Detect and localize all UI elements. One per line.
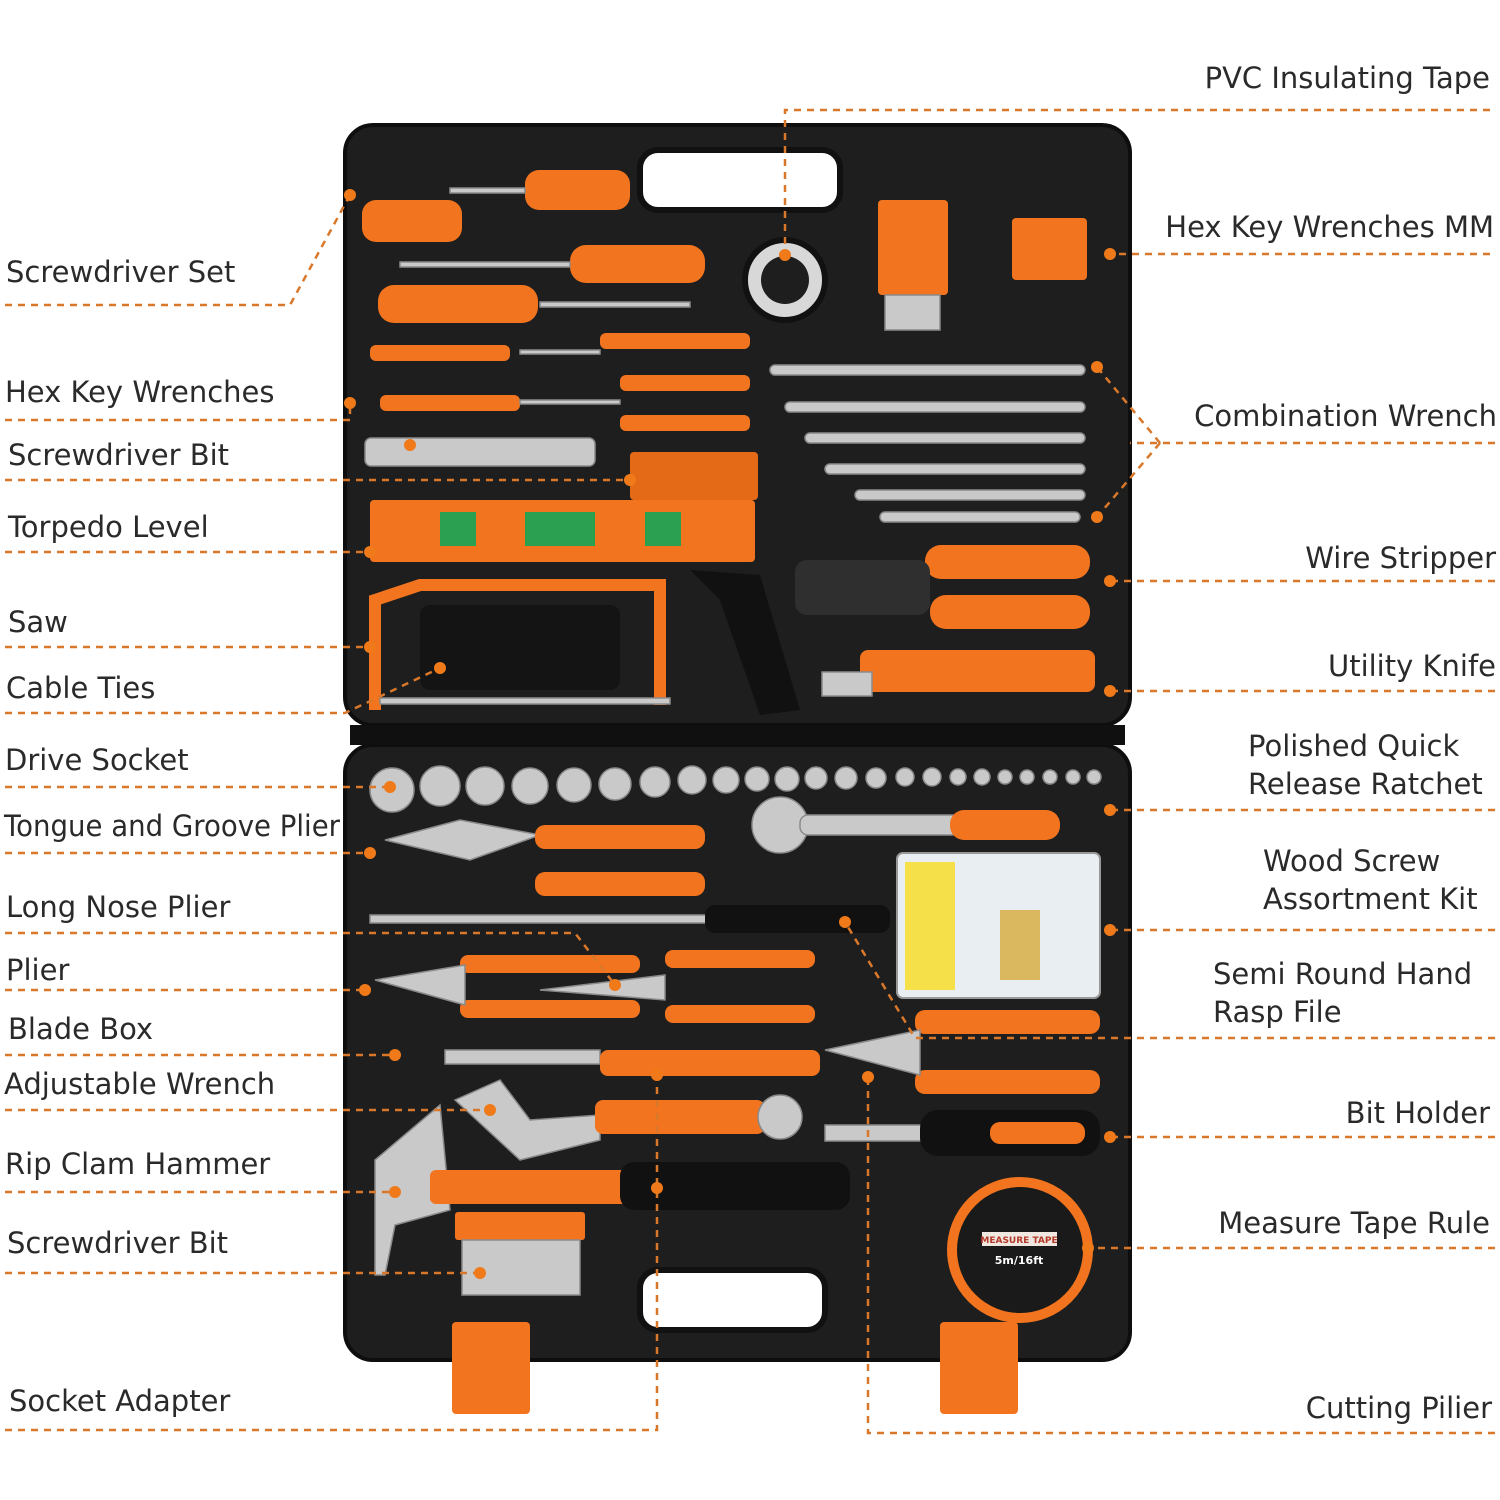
measure-tape-size: 5m/16ft (995, 1254, 1044, 1267)
label-rip-clam-hammer: Rip Clam Hammer (5, 1147, 270, 1181)
label-pvc-insulating-tape: PVC Insulating Tape (1205, 61, 1490, 95)
wire-stripper-icon (795, 545, 1090, 629)
label-saw: Saw (8, 605, 68, 639)
label-wood-screw-kit-line1: Wood Screw (1263, 844, 1440, 878)
label-rasp-file-line2: Rasp File (1213, 995, 1342, 1029)
measure-tape-icon: MEASURE TAPE 5m/16ft (947, 1177, 1093, 1323)
utility-knife-icon (821, 650, 1095, 697)
case-handle-top (637, 147, 843, 213)
ratchet-icon (751, 796, 1060, 854)
label-screwdriver-set: Screwdriver Set (6, 255, 235, 289)
rasp-file-icon (369, 914, 711, 924)
label-long-nose-plier: Long Nose Plier (6, 890, 230, 924)
pliers-icon (374, 950, 815, 1023)
cutting-plier-icon (824, 1010, 1100, 1094)
label-quick-release-ratchet-line2: Release Ratchet (1248, 767, 1483, 801)
case-hinge (350, 725, 1125, 745)
screwdriver-set-icon (362, 170, 750, 431)
label-hex-key-wrenches-mm: Hex Key Wrenches MM (1165, 210, 1494, 244)
label-wire-stripper: Wire Stripper (1305, 541, 1496, 575)
label-blade-box: Blade Box (8, 1012, 153, 1046)
label-drive-socket: Drive Socket (5, 743, 189, 777)
label-socket-adapter: Socket Adapter (9, 1384, 230, 1418)
bit-set-top-icon (630, 452, 758, 500)
label-tongue-groove-plier: Tongue and Groove Plier (3, 809, 340, 843)
label-quick-release-ratchet-line1: Polished Quick (1248, 729, 1459, 763)
tools: MEASURE TAPE 5m/16ft (362, 170, 1102, 1323)
sockets-icon (369, 765, 1102, 813)
tongue-groove-plier-icon (384, 819, 705, 896)
hammer-icon (374, 1103, 850, 1276)
measure-tape-brand: MEASURE TAPE (980, 1236, 1057, 1246)
socket-extension-icon (364, 437, 596, 467)
bit-holder-icon (824, 1110, 1100, 1156)
label-bit-holder: Bit Holder (1346, 1096, 1490, 1130)
label-rasp-file-line1: Semi Round Hand (1213, 957, 1472, 991)
label-utility-knife: Utility Knife (1328, 649, 1496, 683)
leader-dots (344, 189, 1116, 1279)
case-latch-right (940, 1322, 1018, 1414)
label-adjustable-wrench: Adjustable Wrench (4, 1067, 275, 1101)
leader-lines (5, 108, 1495, 1435)
hex-keys-icon (878, 200, 1087, 331)
label-combination-wrench: Combination Wrench (1194, 399, 1497, 433)
label-hex-key-wrenches: Hex Key Wrenches (5, 375, 274, 409)
label-cable-ties: Cable Ties (6, 671, 155, 705)
label-wood-screw-kit-line2: Assortment Kit (1263, 882, 1478, 916)
label-screwdriver-bit-top: Screwdriver Bit (8, 438, 229, 472)
right-labels: PVC Insulating Tape Hex Key Wrenches MM … (1165, 61, 1497, 1425)
screwdriver-bits-bottom-icon (455, 1212, 585, 1296)
label-measure-tape-rule: Measure Tape Rule (1218, 1206, 1490, 1240)
left-labels: Screwdriver Set Hex Key Wrenches Screwdr… (3, 255, 340, 1418)
label-torpedo-level: Torpedo Level (7, 510, 209, 544)
wood-screw-kit-icon (896, 852, 1101, 999)
label-plier: Plier (6, 953, 69, 987)
label-screwdriver-bit-bottom: Screwdriver Bit (7, 1226, 228, 1260)
cable-ties-icon (420, 605, 620, 690)
hacksaw-icon (369, 570, 800, 715)
label-cutting-plier: Cutting Pilier (1306, 1391, 1492, 1425)
case-latch-left (452, 1322, 530, 1414)
adjustable-wrench-icon (453, 1079, 803, 1161)
combination-wrenches-icon (769, 364, 1086, 523)
case-handle-bottom (637, 1267, 828, 1333)
torpedo-level-icon (370, 500, 755, 562)
